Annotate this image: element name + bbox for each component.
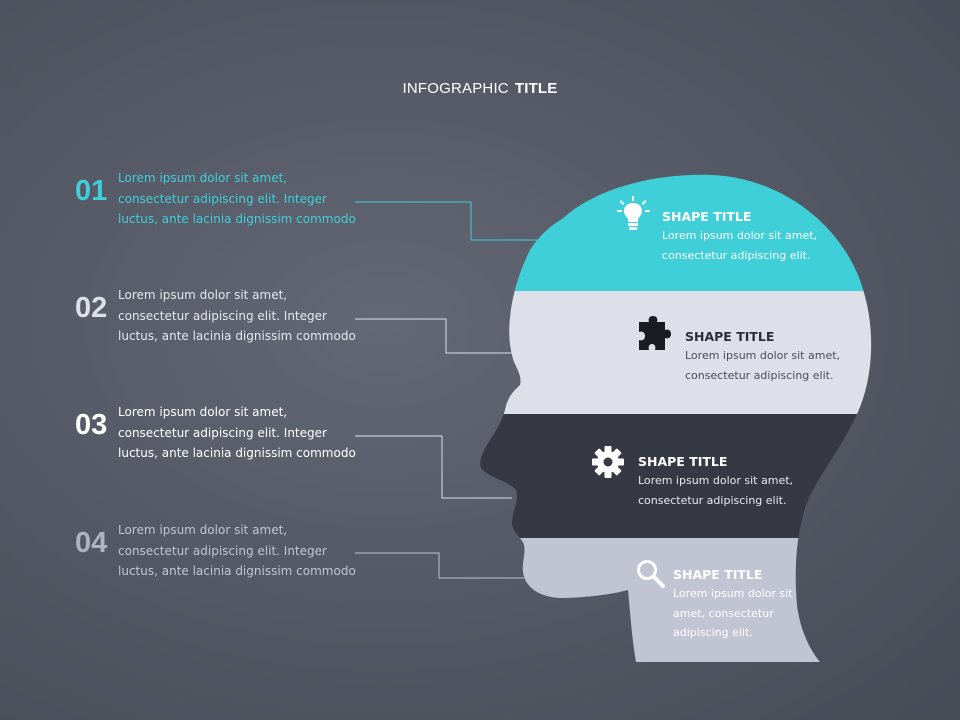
shape-title: SHAPE TITLE: [662, 209, 752, 224]
list-item-1: 01 Lorem ipsum dolor sit amet, consectet…: [75, 171, 375, 240]
shape-4: SHAPE TITLE Lorem ipsum dolor sit amet, …: [673, 567, 793, 643]
shape-2: SHAPE TITLE Lorem ipsum dolor sit amet, …: [685, 329, 840, 385]
title-light: INFOGRAPHIC: [402, 80, 509, 97]
head-band-2: [480, 291, 872, 414]
item-number: 03: [75, 409, 108, 441]
puzzle-icon: [639, 316, 671, 350]
shape-desc: Lorem ipsum dolor sit amet, consectetur …: [662, 229, 818, 262]
infographic-title: INFOGRAPHIC TITLE: [0, 80, 960, 97]
item-text: Lorem ipsum dolor sit amet, consectetur …: [118, 523, 356, 578]
connector-line-1: [355, 201, 540, 241]
item-text: Lorem ipsum dolor sit amet, consectetur …: [118, 405, 356, 460]
connector-line-3: [355, 435, 512, 499]
item-number: 04: [75, 527, 108, 559]
list-item-2: 02 Lorem ipsum dolor sit amet, consectet…: [75, 288, 375, 357]
shape-desc: Lorem ipsum dolor sit amet, consectetur …: [638, 474, 794, 507]
title-bold: TITLE: [514, 80, 558, 97]
shape-1: SHAPE TITLE Lorem ipsum dolor sit amet, …: [662, 209, 817, 265]
shape-title: SHAPE TITLE: [685, 329, 775, 344]
search-icon: [637, 560, 665, 588]
item-number: 02: [75, 292, 108, 324]
list-item-3: 03 Lorem ipsum dolor sit amet, consectet…: [75, 405, 375, 474]
shape-desc: Lorem ipsum dolor sit amet, consectetur …: [673, 587, 793, 639]
gear-icon: [592, 446, 624, 478]
shape-desc: Lorem ipsum dolor sit amet, consectetur …: [685, 349, 841, 382]
shape-3: SHAPE TITLE Lorem ipsum dolor sit amet, …: [638, 454, 793, 510]
connector-line-4: [355, 552, 524, 579]
item-text: Lorem ipsum dolor sit amet, consectetur …: [118, 288, 356, 343]
connector-line-2: [355, 318, 522, 354]
shape-title: SHAPE TITLE: [638, 454, 728, 469]
shape-title: SHAPE TITLE: [673, 567, 763, 582]
lightbulb-icon: [617, 196, 650, 230]
item-number: 01: [75, 175, 108, 207]
list-item-4: 04 Lorem ipsum dolor sit amet, consectet…: [75, 523, 375, 592]
item-text: Lorem ipsum dolor sit amet, consectetur …: [118, 171, 356, 226]
